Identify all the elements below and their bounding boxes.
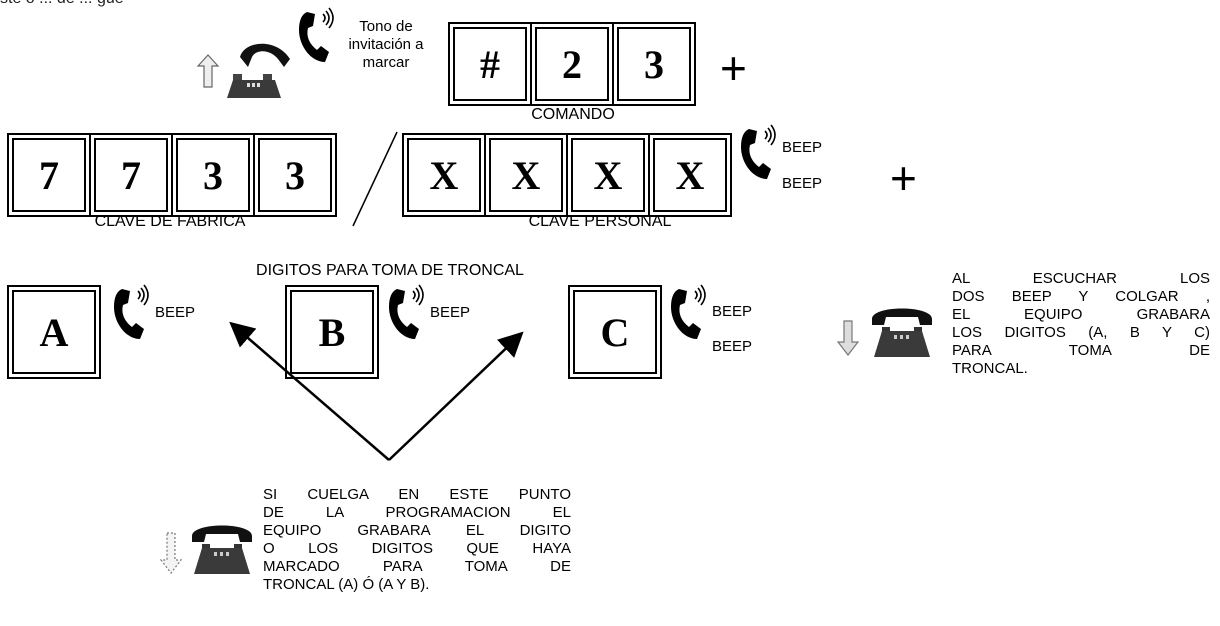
note-line: TRONCAL. (952, 360, 1028, 377)
handset-ringing-icon (114, 284, 149, 339)
handset-ringing-icon (299, 7, 334, 62)
trunk-digits-title: DIGITOS PARA TOMA DE TRONCAL (256, 262, 524, 279)
key-personal-1: X (407, 138, 481, 212)
key-trunk-b: B (290, 290, 374, 374)
note-line: SI CUELGA EN ESTE PUNTO (263, 486, 571, 503)
arrow-down-icon (159, 532, 183, 574)
note-line: PARA TOMA DE (952, 342, 1210, 359)
note-line: TRONCAL (A) Ó (A Y B). (263, 576, 430, 593)
key-factory-3: 3 (176, 138, 250, 212)
key-command-3: 3 (617, 27, 691, 101)
dial-tone-line: Tono de (359, 18, 413, 35)
factory-code-label: CLAVE DE FABRICA (94, 213, 246, 230)
dial-tone-line: invitación a (348, 36, 424, 53)
phone-hung-up-icon (872, 308, 932, 357)
note-line: DE LA PROGRAMACION EL (263, 504, 571, 521)
key-command-1: # (453, 27, 527, 101)
key-factory-4: 3 (258, 138, 332, 212)
beep-label: BEEP (712, 303, 753, 320)
handset-lifted-icon (240, 43, 290, 67)
key-trunk-a: A (12, 290, 96, 374)
beep-label: BEEP (782, 175, 823, 192)
handset-ringing-icon (741, 124, 776, 179)
beep-label: BEEP (430, 304, 471, 321)
beep-label: BEEP (155, 304, 196, 321)
dial-tone-line: marcar (362, 54, 410, 71)
dial-tone-label: Tono de invitación a marcar (338, 18, 434, 72)
note-line: LOS DIGITOS (A, B Y C) (952, 324, 1210, 341)
hang-up-note-right: AL ESCUCHAR LOS DOS BEEP Y COLGAR , EL E… (952, 270, 1210, 378)
key-trunk-c: C (573, 290, 657, 374)
key-personal-2: X (489, 138, 563, 212)
hang-up-note-bottom: SI CUELGA EN ESTE PUNTO DE LA PROGRAMACI… (263, 486, 571, 594)
note-line: O LOS DIGITOS QUE HAYA (263, 540, 571, 557)
handset-ringing-icon (671, 284, 706, 339)
key-factory-1: 7 (12, 138, 86, 212)
key-personal-3: X (571, 138, 645, 212)
command-label: COMANDO (531, 106, 615, 123)
phone-hung-up-icon (192, 525, 252, 574)
arrow-up-icon (196, 54, 220, 88)
key-command-2: 2 (535, 27, 609, 101)
note-line: EL EQUIPO GRABARA (952, 306, 1210, 323)
desk-phone-icon (227, 74, 281, 98)
note-line: EQUIPO GRABARA EL DIGITO (263, 522, 571, 539)
note-line: AL ESCUCHAR LOS (952, 270, 1210, 287)
plus-sign: + (890, 152, 917, 204)
plus-sign: + (720, 42, 747, 94)
note-line: DOS BEEP Y COLGAR , (952, 288, 1210, 305)
handset-ringing-icon (389, 284, 424, 339)
note-line: MARCADO PARA TOMA DE (263, 558, 571, 575)
slash-divider (352, 131, 398, 227)
key-factory-2: 7 (94, 138, 168, 212)
key-personal-4: X (653, 138, 727, 212)
personal-code-label: CLAVE PERSONAL (528, 213, 672, 230)
cropped-heading-fragment: ste o ... de ... gue (0, 0, 124, 8)
arrow-down-icon (836, 320, 860, 356)
beep-label: BEEP (712, 338, 753, 355)
beep-label: BEEP (782, 139, 823, 156)
